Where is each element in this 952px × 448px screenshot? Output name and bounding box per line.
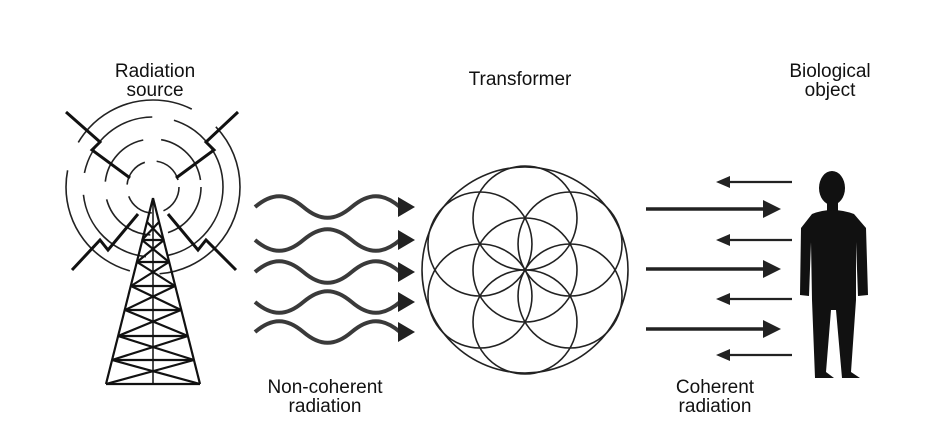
biological-object-label: Biological object [765, 62, 895, 100]
biological-object-label-line2: object [804, 80, 856, 101]
radiation-source-label-line2: source [126, 80, 184, 101]
noncoherent-radiation-label: Non-coherent radiation [245, 378, 405, 416]
radiation-source-group [65, 99, 241, 386]
arrow-icon [398, 322, 415, 342]
arrow-icon [716, 293, 730, 305]
flower-of-life-icon [421, 165, 629, 375]
arrow-icon [716, 349, 730, 361]
arrow-icon [763, 320, 781, 338]
noncoherent-waves [253, 194, 415, 345]
transformer-label: Transformer [440, 70, 600, 89]
wavy-arrow [253, 289, 402, 315]
arrow-icon [398, 292, 415, 312]
noncoherent-radiation-label-line1: Non-coherent [267, 377, 383, 398]
wavy-arrow [253, 227, 402, 253]
arrow-icon [763, 200, 781, 218]
radiation-source-label-line1: Radiation [114, 61, 196, 82]
flower-petal-circle [517, 191, 623, 297]
arrow-icon [398, 262, 415, 282]
emission-rings [65, 99, 241, 275]
coherent-radiation-label-line1: Coherent [675, 377, 755, 398]
wavy-arrow [253, 319, 402, 345]
coherent-radiation-label: Coherent radiation [650, 378, 780, 416]
noncoherent-radiation-label-line2: radiation [288, 396, 362, 417]
arrow-icon [716, 176, 730, 188]
lightning-icon [65, 110, 131, 180]
coherent-radiation-label-line2: radiation [678, 396, 752, 417]
radiation-source-label: Radiation source [95, 62, 215, 100]
biological-object-label-line1: Biological [789, 61, 871, 82]
lightning-icon [175, 110, 240, 180]
transformer-label-text: Transformer [468, 69, 572, 90]
coherent-arrows [646, 176, 792, 361]
arrow-icon [716, 234, 730, 246]
person-silhouette-icon [800, 171, 868, 378]
wavy-arrow [253, 194, 402, 220]
arrow-icon [763, 260, 781, 278]
arrow-icon [398, 197, 415, 217]
arrow-icon [398, 230, 415, 250]
lightning-icon [166, 213, 238, 272]
lightning-icon [70, 213, 140, 272]
flower-outer-circle [421, 166, 629, 374]
flower-petal-circle [517, 243, 623, 349]
radio-tower-icon [104, 197, 202, 386]
wavy-arrow [253, 259, 402, 285]
